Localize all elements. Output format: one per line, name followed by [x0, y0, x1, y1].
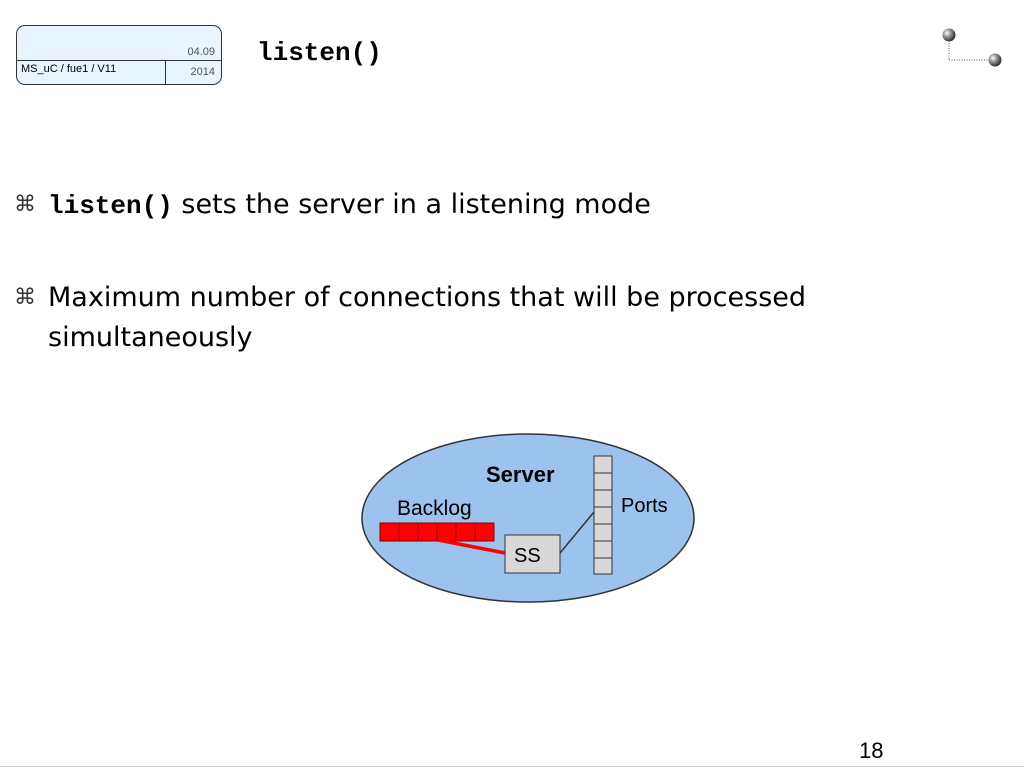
port-slot	[593, 540, 613, 559]
backlog-slot	[455, 522, 476, 542]
port-slot	[593, 523, 613, 542]
slide-title: listen()	[257, 38, 382, 68]
backlog-queue	[379, 522, 495, 542]
page-number: 18	[859, 738, 884, 763]
server-label: Server	[486, 462, 555, 487]
port-slot	[593, 489, 613, 508]
backlog-slot	[379, 522, 400, 542]
spheres-logo-icon	[942, 28, 1002, 67]
command-bullet-icon: ⌘	[14, 285, 36, 310]
server-socket-label: SS	[514, 545, 541, 567]
bullet-item-1: ⌘ listen() sets the server in a listenin…	[14, 185, 974, 226]
ports-column	[593, 455, 613, 575]
backlog-slot	[474, 522, 495, 542]
port-slot	[593, 506, 613, 525]
server-socket-box	[504, 534, 561, 574]
badge-vertical-divider	[165, 60, 166, 84]
year-label: 2014	[190, 66, 215, 78]
code-listen: listen()	[48, 191, 173, 221]
port-slot	[593, 472, 613, 491]
backlog-label: Backlog	[397, 497, 472, 520]
port-slot	[593, 455, 613, 474]
badge-divider	[17, 60, 221, 61]
bullet-text-1: listen() sets the server in a listening …	[48, 185, 974, 226]
course-label: MS_uC / fue1 / V11	[21, 63, 117, 75]
backlog-slot	[398, 522, 419, 542]
backlog-slot	[436, 522, 457, 542]
port-slot	[593, 557, 613, 575]
footer-divider	[0, 766, 1024, 767]
command-bullet-icon: ⌘	[14, 192, 36, 217]
backlog-link	[437, 538, 506, 555]
date-label: 04.09	[187, 46, 215, 58]
bullet-2-description: Maximum number of connections that will …	[48, 282, 807, 353]
socket-to-ports-line	[559, 511, 595, 554]
backlog-slot	[417, 522, 438, 542]
bullet-item-2: ⌘ Maximum number of connections that wil…	[14, 278, 974, 358]
header-badge: MS_uC / fue1 / V11 04.09 2014	[16, 25, 222, 85]
bullet-1-description: sets the server in a listening mode	[172, 189, 651, 220]
ports-label: Ports	[621, 495, 668, 517]
server-diagram: Server Backlog Ports SS	[361, 433, 695, 603]
